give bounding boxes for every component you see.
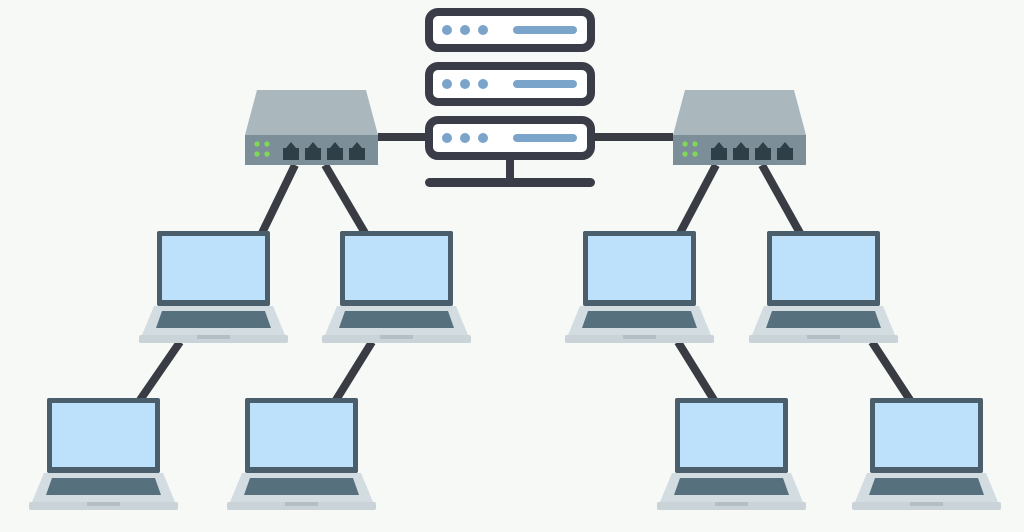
- cable-laptop-2-to-laptop-6: [332, 339, 376, 403]
- laptop-trackpad-notch: [807, 335, 840, 339]
- laptop-8-icon: [852, 398, 1001, 510]
- laptop-trackpad-notch: [623, 335, 656, 339]
- server-drive-bar: [513, 80, 577, 88]
- server-led-icon: [442, 25, 452, 35]
- laptop-trackpad-notch: [87, 502, 120, 506]
- laptop-7-icon: [657, 398, 806, 510]
- laptop-trackpad-notch: [197, 335, 230, 339]
- devices: [29, 8, 1001, 510]
- cables: [136, 133, 914, 403]
- server-unit-frame: [425, 116, 595, 160]
- switch-top: [673, 90, 806, 135]
- server-led-icon: [442, 79, 452, 89]
- status-led-icon: [692, 151, 698, 157]
- laptop-trackpad-notch: [715, 502, 748, 506]
- cable-switch-right-to-laptop-3: [676, 163, 720, 235]
- server-led-icon: [478, 133, 488, 143]
- laptop-screen: [680, 403, 783, 467]
- cable-laptop-1-to-laptop-5: [136, 339, 184, 403]
- ethernet-port-icon: [283, 142, 299, 160]
- laptop-screen: [52, 403, 155, 467]
- laptop-screen: [588, 236, 691, 300]
- ethernet-port-icon: [711, 142, 727, 160]
- status-led-icon: [254, 151, 260, 157]
- laptop-screen: [875, 403, 978, 467]
- laptop-keyboard: [674, 478, 789, 495]
- server-led-icon: [460, 25, 470, 35]
- laptop-6-icon: [227, 398, 376, 510]
- server-led-icon: [478, 79, 488, 89]
- laptop-screen: [250, 403, 353, 467]
- server-led-icon: [478, 25, 488, 35]
- server-drive-bar: [513, 134, 577, 142]
- server-stand-stem: [506, 160, 514, 182]
- laptop-screen: [162, 236, 265, 300]
- laptop-keyboard: [766, 311, 881, 328]
- server-led-icon: [460, 79, 470, 89]
- status-led-icon: [682, 141, 688, 147]
- status-led-icon: [692, 141, 698, 147]
- server-unit-frame: [425, 8, 595, 52]
- status-led-icon: [264, 141, 270, 147]
- server-unit-3: [425, 116, 595, 160]
- laptop-4-icon: [749, 231, 898, 343]
- laptop-2-icon: [322, 231, 471, 343]
- laptop-trackpad-notch: [380, 335, 413, 339]
- status-led-icon: [682, 151, 688, 157]
- laptop-trackpad-notch: [910, 502, 943, 506]
- server-led-icon: [460, 133, 470, 143]
- cable-switch-right-to-laptop-4: [758, 163, 804, 235]
- laptop-keyboard: [46, 478, 161, 495]
- laptop-keyboard: [582, 311, 697, 328]
- cable-laptop-3-to-laptop-7: [674, 339, 718, 403]
- server-unit-2: [425, 62, 595, 106]
- laptop-3-icon: [565, 231, 714, 343]
- ethernet-port-icon: [327, 142, 343, 160]
- server-stand-base: [425, 178, 595, 187]
- server-led-icon: [442, 133, 452, 143]
- server-unit-1: [425, 8, 595, 52]
- ethernet-port-icon: [777, 142, 793, 160]
- laptop-trackpad-notch: [285, 502, 318, 506]
- cable-laptop-4-to-laptop-8: [868, 339, 914, 403]
- status-led-icon: [254, 141, 260, 147]
- server-drive-bar: [513, 26, 577, 34]
- switch-top: [245, 90, 378, 135]
- laptop-1-icon: [139, 231, 288, 343]
- ethernet-port-icon: [733, 142, 749, 160]
- laptop-keyboard: [156, 311, 271, 328]
- switch-left-icon: [245, 90, 378, 165]
- laptop-5-icon: [29, 398, 178, 510]
- laptop-keyboard: [244, 478, 359, 495]
- cable-switch-left-to-laptop-1: [258, 163, 299, 235]
- switch-right-icon: [673, 90, 806, 165]
- laptop-screen: [345, 236, 448, 300]
- laptop-keyboard: [339, 311, 454, 328]
- server-rack-icon: [425, 8, 595, 187]
- laptop-screen: [772, 236, 875, 300]
- ethernet-port-icon: [349, 142, 365, 160]
- laptop-keyboard: [869, 478, 984, 495]
- status-led-icon: [264, 151, 270, 157]
- ethernet-port-icon: [305, 142, 321, 160]
- server-unit-frame: [425, 62, 595, 106]
- cable-switch-left-to-laptop-2: [321, 162, 369, 236]
- ethernet-port-icon: [755, 142, 771, 160]
